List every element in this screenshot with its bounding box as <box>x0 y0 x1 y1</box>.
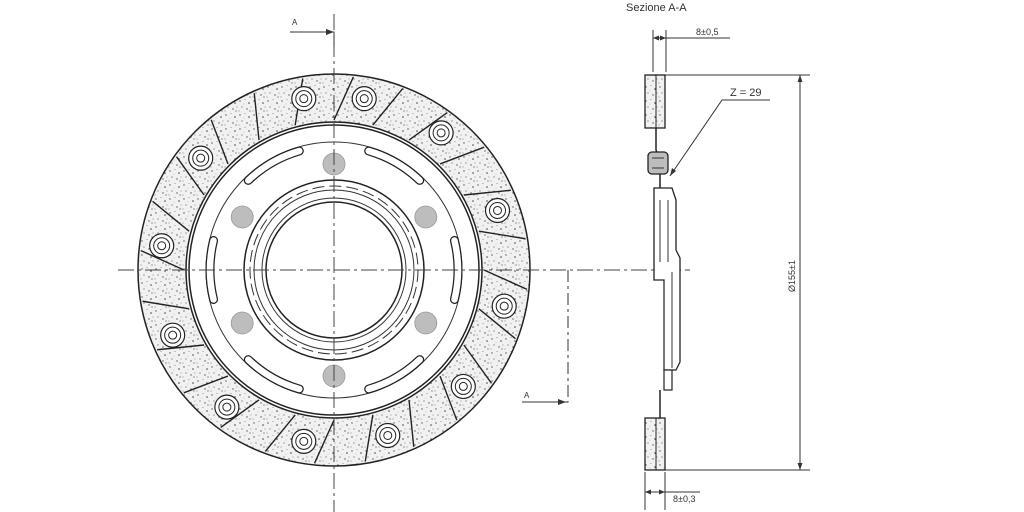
lining-segment-divider <box>439 146 485 165</box>
rivet <box>214 394 240 420</box>
thickness-dimension-top: 8±0,5 <box>696 27 718 37</box>
lining-segment-divider <box>478 308 516 340</box>
lining-segment-divider <box>264 414 296 452</box>
lining-segment-divider <box>140 249 185 271</box>
section-mark-top-label: A <box>292 18 298 27</box>
lining-segment-divider <box>142 300 190 310</box>
mounting-holes <box>230 152 438 388</box>
hub-section-profile <box>653 187 681 371</box>
mounting-hole <box>414 311 438 335</box>
rivet-section <box>647 151 669 175</box>
mounting-hole <box>230 205 254 229</box>
section-mark-bottom: A <box>522 270 569 405</box>
rivet <box>428 120 454 146</box>
lining-segment-dividers <box>140 76 528 464</box>
lining-segment-divider <box>364 414 374 462</box>
rivet-count-leader <box>669 99 770 177</box>
lining-segment-divider <box>175 156 205 196</box>
section-mark-top: A <box>290 18 335 46</box>
diameter-dimension: Ø155±1 <box>787 260 797 292</box>
section-title: Sezione A-A <box>626 2 687 14</box>
lining-segment-divider <box>220 399 260 429</box>
lining-segment-divider <box>333 76 355 121</box>
rivet <box>484 197 511 224</box>
rivet <box>291 428 317 454</box>
section-view: Sezione A-A 8±0,5 8±0,3 <box>626 2 810 510</box>
rivet <box>291 86 317 112</box>
lining-segment-divider <box>157 344 205 351</box>
lining-segment-divider <box>483 269 528 291</box>
lining-segment-divider <box>408 399 415 447</box>
rivet <box>491 293 517 319</box>
lining-segment-divider <box>408 111 448 141</box>
rivet-count-label: Z = 29 <box>730 87 762 99</box>
lining-segment-divider <box>439 375 458 421</box>
mounting-hole <box>230 311 254 335</box>
upper-lining-section <box>644 74 666 129</box>
section-mark-bottom-label: A <box>524 391 530 400</box>
lining-segment-divider <box>152 200 190 232</box>
lining-segment-divider <box>463 344 493 384</box>
lining-segment-divider <box>253 93 260 141</box>
lining-segment-divider <box>478 230 526 240</box>
thickness-dimension-bottom: 8±0,3 <box>673 494 695 504</box>
lining-segment-divider <box>313 419 335 464</box>
rivet-ring <box>149 86 517 454</box>
lining-segment-divider <box>463 189 511 196</box>
rivet <box>160 322 186 348</box>
lining-segment-divider <box>372 88 404 126</box>
rivet <box>149 233 175 259</box>
rivet <box>188 145 214 171</box>
mounting-hole <box>414 205 438 229</box>
lining-segment-divider <box>210 119 229 165</box>
rivet <box>375 422 401 449</box>
rivet <box>351 86 377 112</box>
rivet <box>450 373 476 400</box>
lower-lining-section <box>644 417 666 471</box>
lining-segment-divider <box>183 375 229 394</box>
front-view <box>118 14 690 512</box>
